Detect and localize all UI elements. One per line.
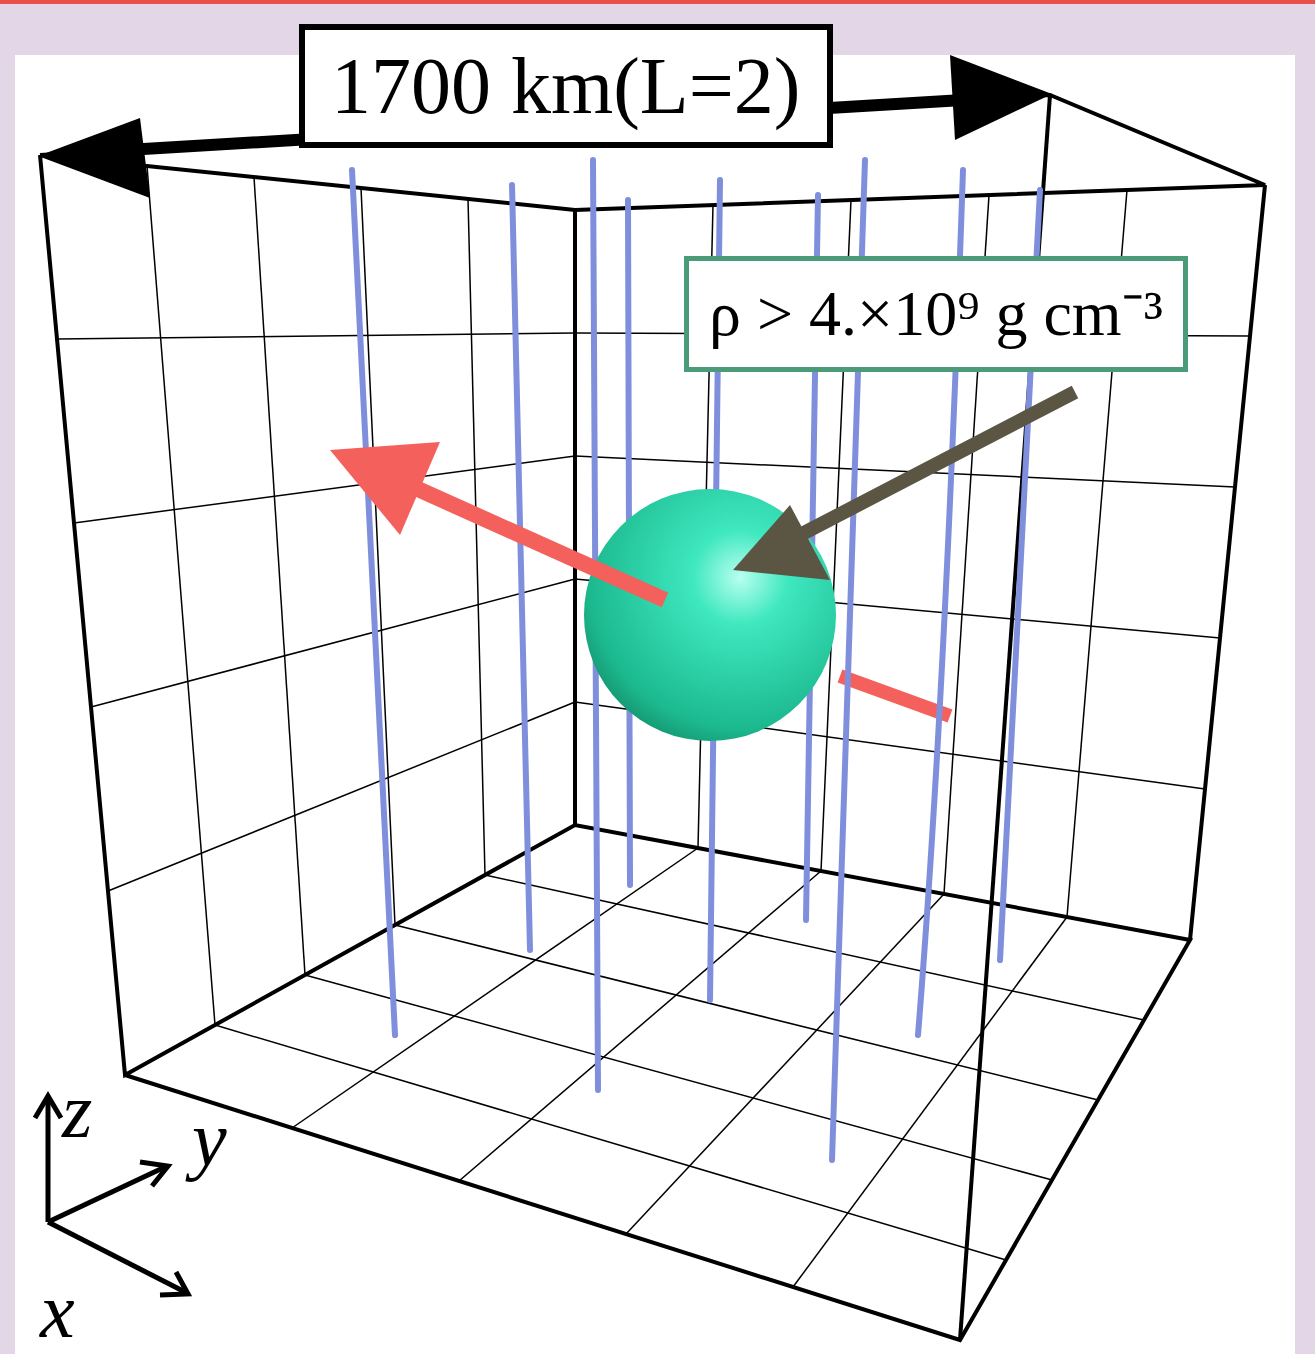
axis-label: y bbox=[192, 1100, 227, 1178]
grid-line bbox=[147, 166, 215, 1025]
grid-line bbox=[468, 199, 485, 875]
label-box: 1700 km(L=2) bbox=[299, 24, 833, 148]
grid-line bbox=[74, 456, 575, 523]
label-text: 1700 km(L=2) bbox=[331, 40, 801, 132]
grid-line bbox=[305, 975, 1052, 1180]
grid-line bbox=[626, 894, 944, 1234]
grid-line bbox=[91, 579, 575, 707]
label-text: ρ > 4.×10⁹ g cm⁻³ bbox=[709, 277, 1163, 351]
grid-line bbox=[361, 188, 395, 925]
top-bar bbox=[0, 0, 1315, 4]
axis-label: x bbox=[40, 1272, 75, 1350]
grid-line bbox=[395, 925, 1098, 1100]
axis-label: z bbox=[62, 1072, 92, 1150]
grid-line bbox=[254, 177, 305, 975]
label-box: ρ > 4.×10⁹ g cm⁻³ bbox=[684, 256, 1188, 372]
grid-line bbox=[57, 333, 575, 339]
grid-line bbox=[459, 871, 821, 1181]
